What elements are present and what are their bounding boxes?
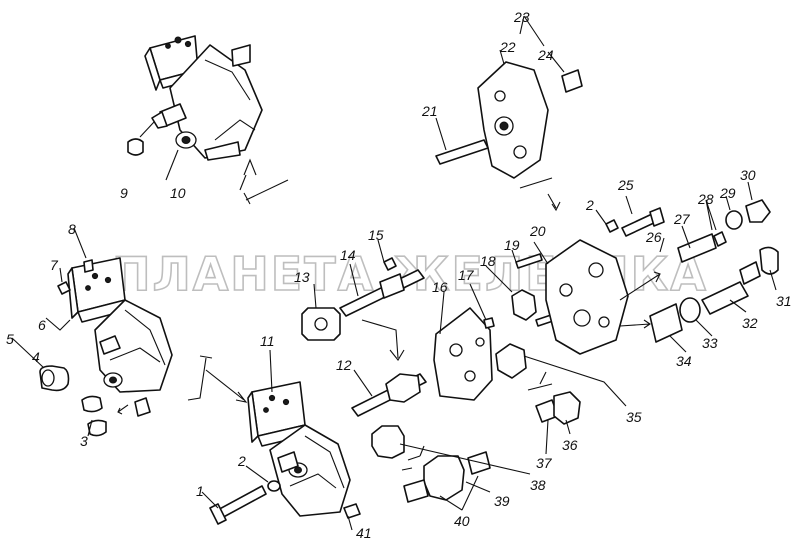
- callout-2-right: 2: [585, 197, 594, 213]
- callout-39: 39: [494, 493, 510, 509]
- callout-14: 14: [340, 247, 356, 263]
- part-38-gear: [371, 425, 405, 459]
- part-22-cover: [477, 61, 549, 179]
- arrow-lower-to-upper: [239, 174, 289, 205]
- callout-21: 21: [421, 103, 438, 119]
- leader-lines: [11, 15, 777, 531]
- callout-11: 11: [260, 333, 275, 349]
- callout-41: 41: [356, 525, 372, 541]
- part-31-plug: [759, 246, 779, 275]
- part-41-plug: [343, 503, 361, 519]
- callout-32: 32: [742, 315, 758, 331]
- part-3-cap: [87, 419, 107, 437]
- callout-16: 16: [432, 279, 448, 295]
- part-34-spring: [649, 303, 683, 343]
- callout-20: 20: [529, 223, 546, 239]
- part-29-ring: [725, 210, 743, 230]
- callout-29: 29: [719, 185, 736, 201]
- callout-6: 6: [38, 317, 46, 333]
- callout-28: 28: [697, 191, 714, 207]
- arrow-housing-right: [619, 271, 661, 301]
- arrow-left-to-housing: [117, 404, 129, 415]
- callout-7: 7: [50, 257, 59, 273]
- callout-5: 5: [6, 331, 14, 347]
- part-40-bushing-b: [467, 451, 491, 475]
- callout-31: 31: [776, 293, 792, 309]
- callout-8: 8: [68, 221, 76, 237]
- arrow-valve-to-housing: [619, 319, 651, 329]
- pump-housing-center: [247, 381, 351, 517]
- callout-35: 35: [626, 409, 642, 425]
- callout-4: 4: [32, 349, 40, 365]
- callout-36: 36: [562, 437, 578, 453]
- callout-34: 34: [676, 353, 692, 369]
- part-8-pin: [83, 259, 94, 273]
- bracket-39-40: [401, 445, 425, 471]
- callout-25: 25: [617, 177, 634, 193]
- callout-37: 37: [536, 455, 553, 471]
- part-2-washer: [267, 480, 281, 492]
- callout-27: 27: [673, 211, 691, 227]
- arrow-shaft-down: [361, 319, 405, 361]
- part-33-ring: [679, 297, 701, 323]
- callout-33: 33: [702, 335, 718, 351]
- bracket-left: [187, 355, 248, 403]
- callout-24: 24: [537, 47, 554, 63]
- part-24-bushing: [561, 69, 583, 93]
- arrow-head-up: [243, 158, 257, 176]
- callout-numbers: 1 2 3 4 5 6 7 8 9 10 11 12 13 14 15 16 1…: [6, 9, 792, 541]
- part-28-washer-a: [713, 231, 727, 247]
- part-16-plate: [433, 307, 493, 401]
- part-14-shaft-gear: [379, 273, 405, 299]
- callout-3: 3: [80, 433, 88, 449]
- part-39-gear: [423, 455, 465, 501]
- callout-40: 40: [454, 513, 470, 529]
- callout-15: 15: [368, 227, 384, 243]
- part-2-washer-right: [605, 219, 619, 233]
- leader-9: [139, 121, 155, 138]
- part-18-gear: [511, 289, 537, 321]
- arrow-cover-down: [519, 177, 561, 212]
- callout-2: 2: [237, 453, 246, 469]
- callout-18: 18: [480, 253, 496, 269]
- part-30-plug: [745, 199, 771, 223]
- callout-38: 38: [530, 477, 546, 493]
- callout-17: 17: [458, 267, 475, 283]
- part-9-plug: [127, 138, 144, 156]
- callout-22: 22: [499, 39, 516, 55]
- part-27-spring: [677, 233, 717, 263]
- callout-9: 9: [120, 185, 128, 201]
- part-35-gear: [495, 343, 527, 379]
- callout-10: 10: [170, 185, 186, 201]
- callout-1: 1: [196, 483, 204, 499]
- callout-13: 13: [294, 269, 310, 285]
- bracket-37-36: [527, 371, 553, 391]
- callout-26: 26: [645, 229, 662, 245]
- part-21-pin: [435, 139, 489, 165]
- part-17-pin: [483, 317, 495, 329]
- pump-assembly-top-left: [144, 35, 263, 161]
- part-40-bushing-a: [403, 479, 429, 503]
- part-left-spring: [134, 397, 151, 417]
- part-15-key: [383, 257, 397, 271]
- part-32-valve-head: [739, 261, 761, 285]
- part-12-gear: [385, 373, 421, 403]
- part-25-bolt-head: [649, 207, 665, 227]
- part-3-valve: [81, 395, 103, 413]
- part-19-pin: [515, 253, 543, 269]
- part-36-gear: [553, 391, 581, 425]
- part-20-housing: [545, 239, 629, 355]
- callout-30: 30: [740, 167, 756, 183]
- part-7-plug: [57, 281, 71, 295]
- callout-12: 12: [336, 357, 352, 373]
- part-32-valve: [701, 281, 749, 315]
- callout-19: 19: [504, 237, 520, 253]
- callout-23: 23: [513, 9, 530, 25]
